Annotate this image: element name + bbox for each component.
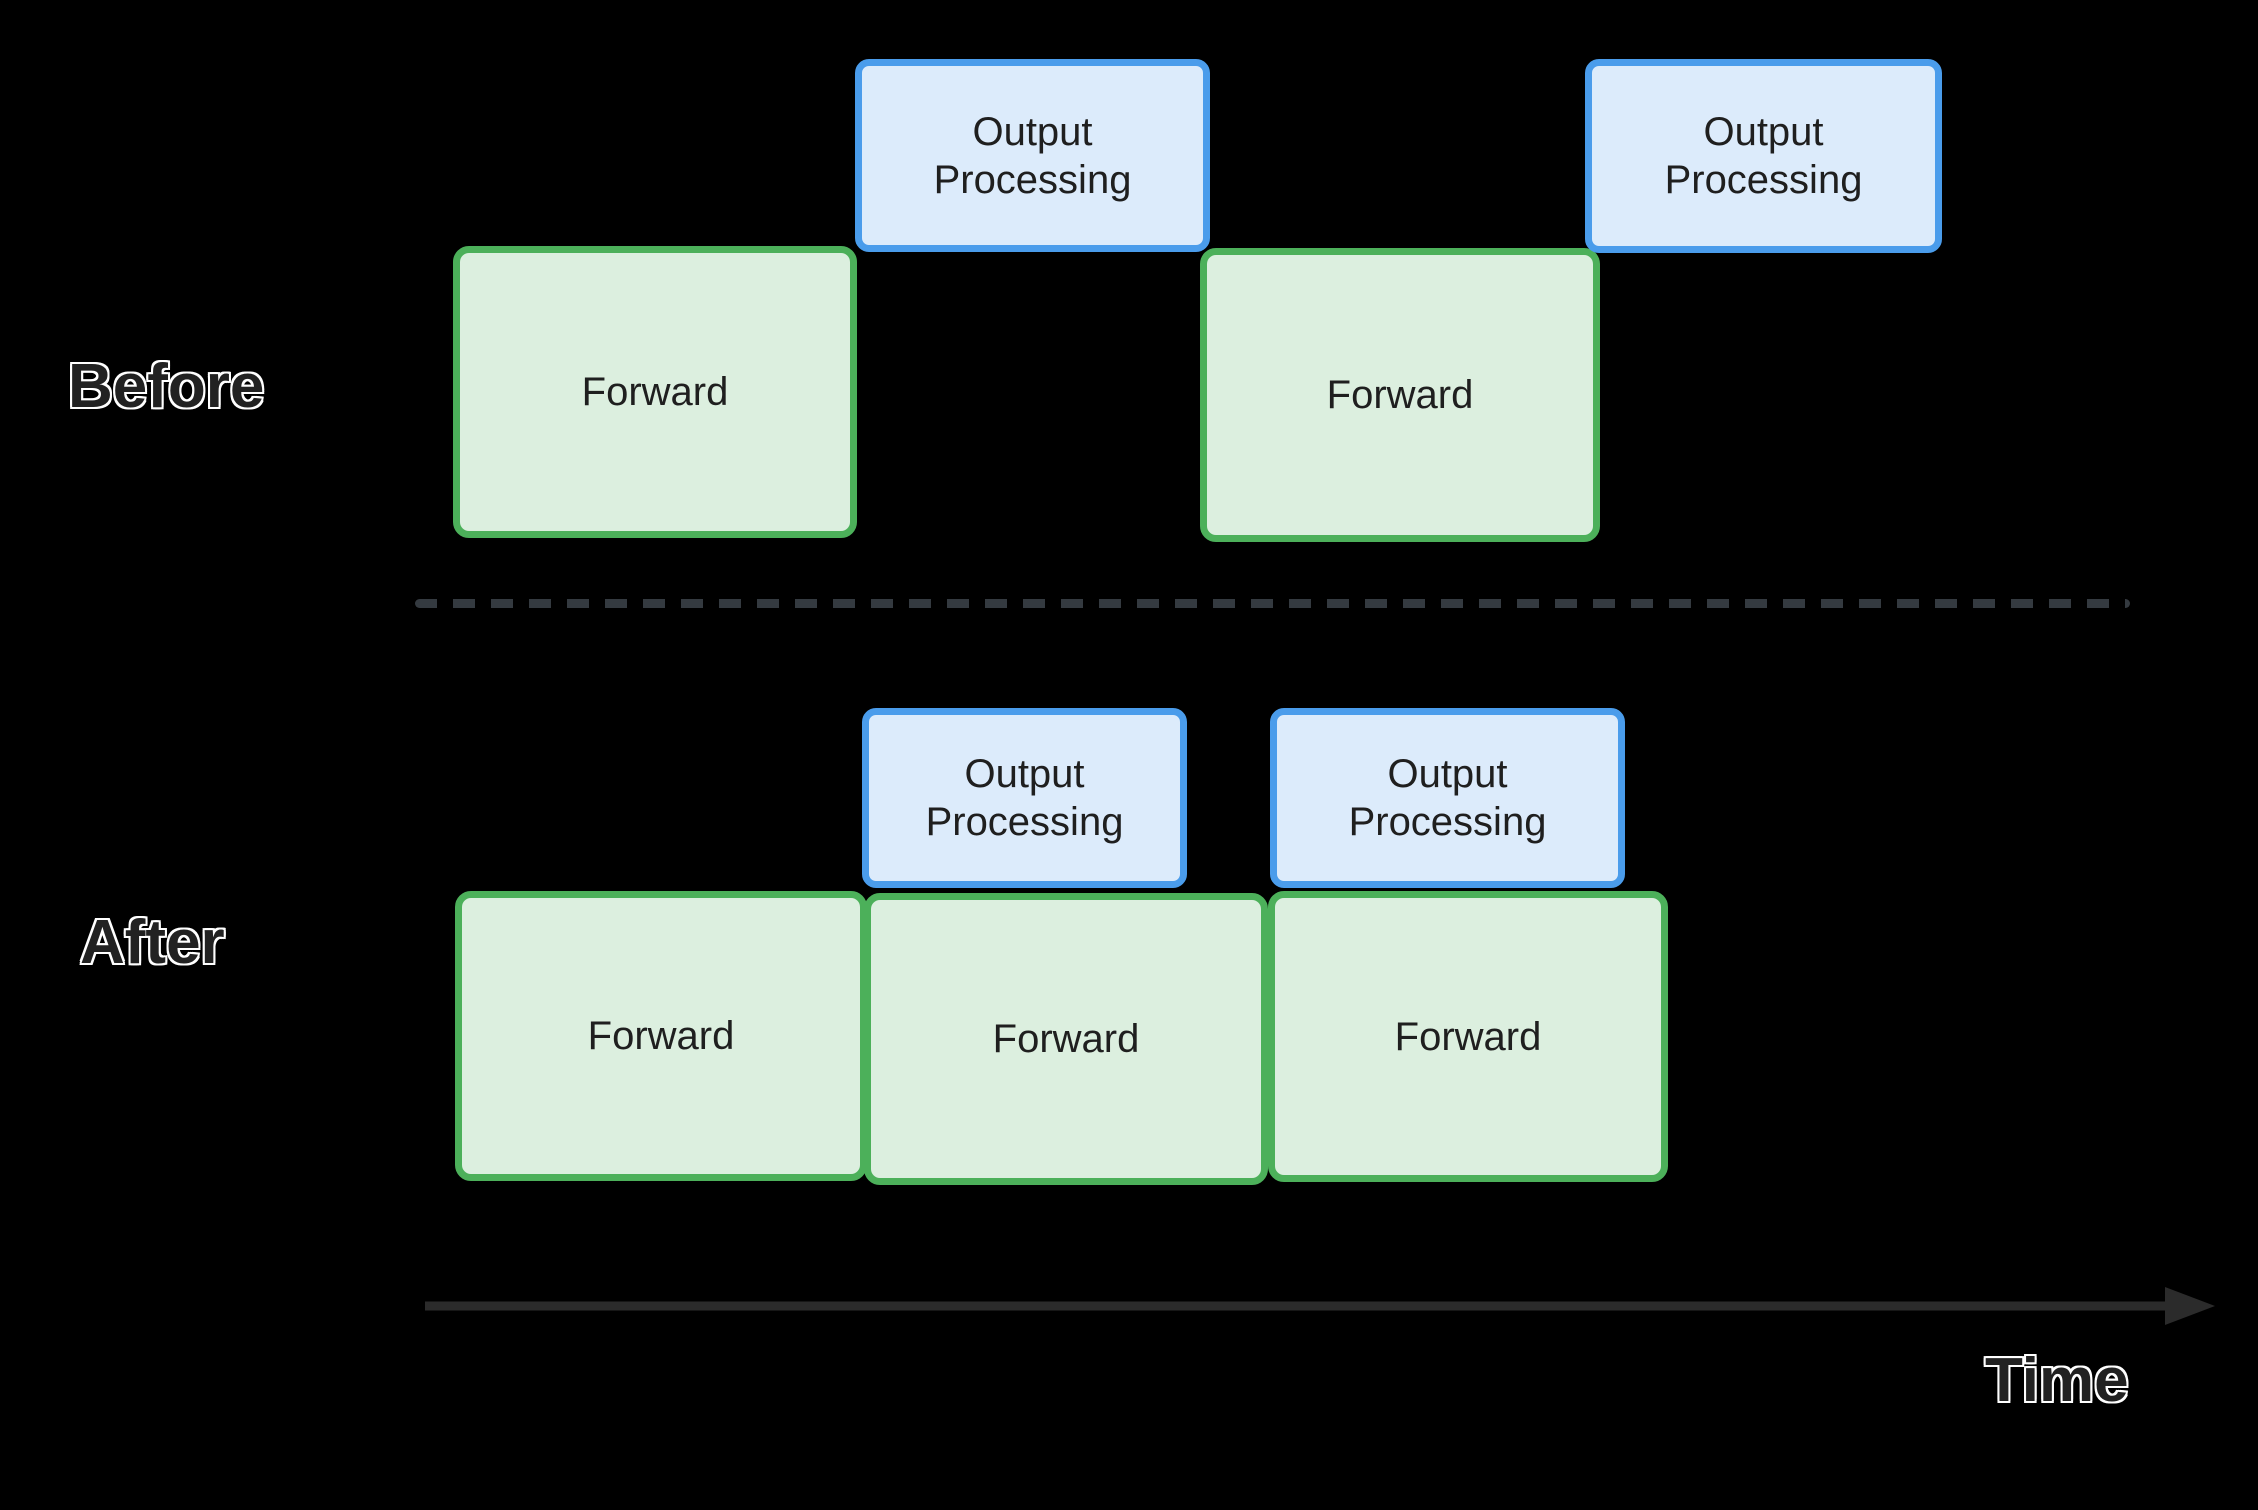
- before-forward-block-1: Forward: [453, 246, 857, 538]
- after-forward-block-2-label: Forward: [992, 1017, 1140, 1061]
- time-axis-label: Time: [1984, 1346, 2131, 1415]
- after-forward-block-2: Forward: [864, 893, 1268, 1185]
- after-forward-block-1-label: Forward: [587, 1014, 735, 1058]
- section-divider-dashed-line: [415, 599, 2130, 608]
- after-forward-block-3: Forward: [1268, 891, 1668, 1182]
- after-output-processing-block-2-label: Output Processing: [1348, 752, 1547, 844]
- after-output-processing-block-1: Output Processing: [862, 708, 1187, 888]
- before-output-processing-block-1-label: Output Processing: [933, 109, 1132, 202]
- after-forward-block-1: Forward: [455, 891, 867, 1181]
- row-label-after: After: [79, 908, 227, 977]
- before-output-processing-block-2-label: Output Processing: [1664, 110, 1863, 202]
- after-output-processing-block-2: Output Processing: [1270, 708, 1625, 888]
- before-forward-block-2-label: Forward: [1326, 373, 1474, 417]
- before-forward-block-2: Forward: [1200, 248, 1600, 542]
- row-label-before: Before: [66, 352, 265, 421]
- after-output-processing-block-1-label: Output Processing: [925, 752, 1124, 844]
- time-arrow-icon: [425, 1287, 2215, 1325]
- time-axis-arrow: [425, 1281, 2215, 1331]
- before-output-processing-block-2: Output Processing: [1585, 59, 1942, 253]
- after-forward-block-3-label: Forward: [1394, 1014, 1542, 1059]
- before-output-processing-block-1: Output Processing: [855, 59, 1210, 252]
- before-forward-block-1-label: Forward: [581, 370, 729, 414]
